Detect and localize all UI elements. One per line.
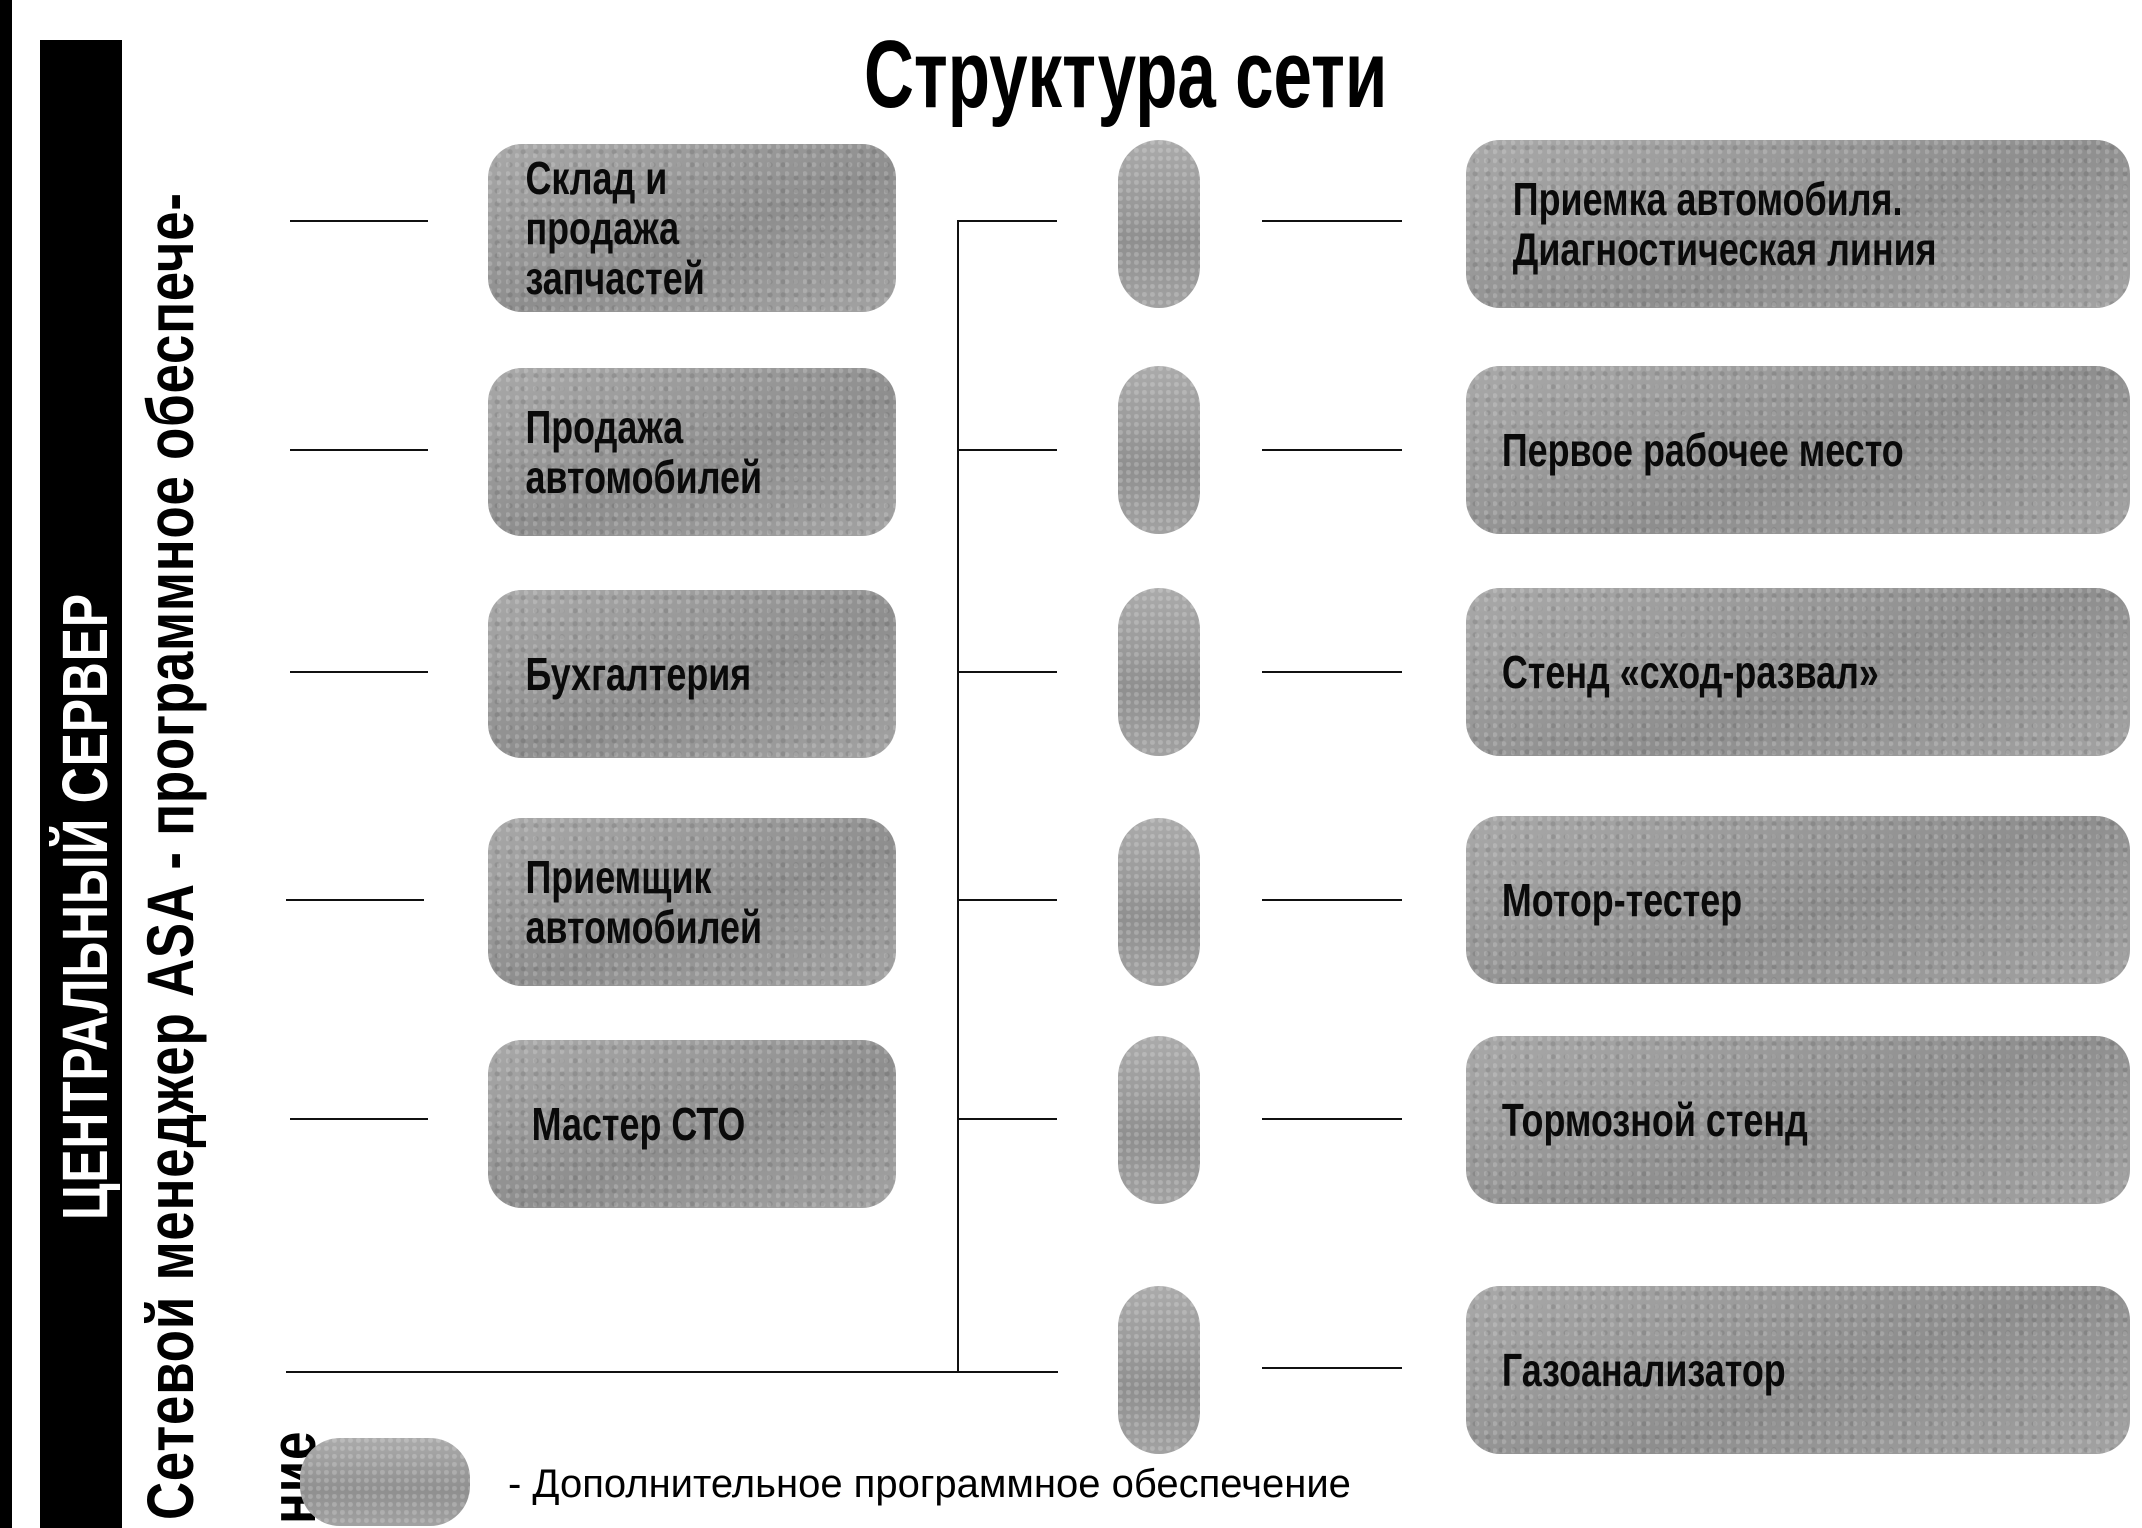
node-first-workplace: Первое рабочее место [1466, 366, 2130, 534]
node-label: Продажа автомобилей [525, 401, 763, 503]
branch-3 [957, 671, 1057, 673]
software-pill-4 [1118, 818, 1200, 986]
connector-left-3 [290, 671, 428, 673]
branch-2 [957, 449, 1057, 451]
node-alignment-stand: Стенд «сход-развал» [1466, 588, 2130, 756]
node-label: Мастер СТО [531, 1098, 746, 1150]
node-motor-tester: Мотор-тестер [1466, 816, 2130, 984]
node-label: Приемка автомобиля. Диагностическая лини… [1512, 173, 1937, 275]
node-car-receiver: Приемщик автомобилей [488, 818, 896, 986]
node-gas-analyzer: Газоанализатор [1466, 1286, 2130, 1454]
connector-right-2 [1262, 449, 1402, 451]
node-car-sales: Продажа автомобилей [488, 368, 896, 536]
legend-swatch [300, 1438, 470, 1526]
connector-left-1 [290, 220, 428, 222]
central-server-bar: ЦЕНТРАЛЬНЫЙ СЕРВЕР [40, 40, 122, 1528]
node-label: Стенд «сход-развал» [1501, 646, 1879, 698]
connector-right-5 [1262, 1118, 1402, 1120]
branch-1 [957, 220, 1057, 222]
network-backbone-line [957, 220, 959, 1373]
page-edge-strip [0, 0, 12, 1528]
node-label: Газоанализатор [1501, 1344, 1786, 1396]
diagram-title: Структура сети [864, 21, 1388, 128]
connector-right-6 [1262, 1367, 1402, 1369]
node-label: Бухгалтерия [525, 648, 752, 700]
node-accounting: Бухгалтерия [488, 590, 896, 758]
software-pill-6 [1118, 1286, 1200, 1454]
connector-left-5 [290, 1118, 428, 1120]
software-pill-3 [1118, 588, 1200, 756]
node-brake-stand: Тормозной стенд [1466, 1036, 2130, 1204]
node-label: Первое рабочее место [1501, 424, 1904, 476]
node-car-reception-diagnostic-line: Приемка автомобиля. Диагностическая лини… [1466, 140, 2130, 308]
software-pill-1 [1118, 140, 1200, 308]
connector-right-1 [1262, 220, 1402, 222]
connector-right-4 [1262, 899, 1402, 901]
node-label: Склад и продажа запчастей [525, 152, 705, 304]
node-service-master: Мастер СТО [488, 1040, 896, 1208]
connector-left-4 [286, 899, 424, 901]
branch-5 [957, 1118, 1057, 1120]
network-manager-label: Сетевой менеджер ASA - программное обесп… [133, 192, 207, 1520]
software-pill-2 [1118, 366, 1200, 534]
central-server-label: ЦЕНТРАЛЬНЫЙ СЕРВЕР [49, 593, 121, 1220]
connector-right-3 [1262, 671, 1402, 673]
legend-text: - Дополнительное программное обеспечение [508, 1462, 1351, 1506]
node-label: Мотор-тестер [1501, 874, 1743, 926]
node-parts-warehouse-sales: Склад и продажа запчастей [488, 144, 896, 312]
connector-left-2 [290, 449, 428, 451]
network-bus-line [286, 1371, 1058, 1373]
branch-4 [957, 899, 1057, 901]
software-pill-5 [1118, 1036, 1200, 1204]
node-label: Приемщик автомобилей [525, 851, 763, 953]
node-label: Тормозной стенд [1501, 1094, 1808, 1146]
